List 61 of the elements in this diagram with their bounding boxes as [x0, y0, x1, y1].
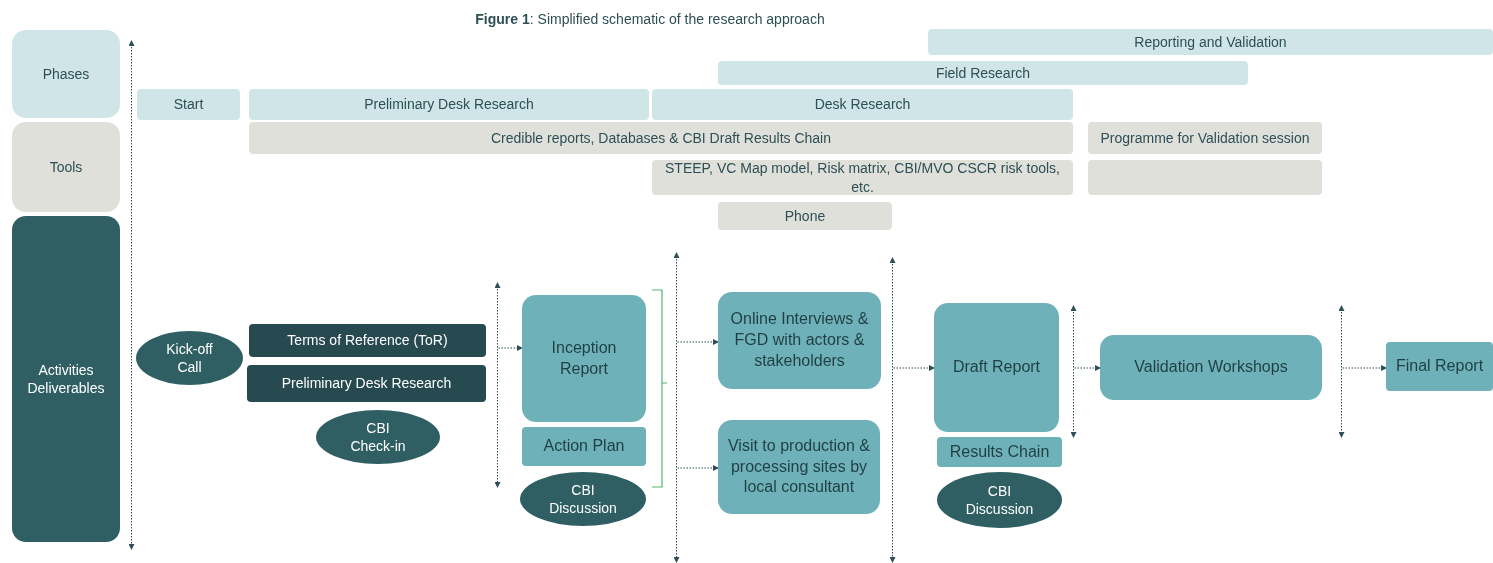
- activity-box: [249, 324, 486, 357]
- node-label: Preliminary Desk Research: [364, 95, 534, 114]
- tool-bar: [1088, 160, 1322, 195]
- node-label: Phone: [784, 206, 826, 226]
- deliverable-box: [1100, 335, 1322, 400]
- phase-bar: [928, 29, 1493, 55]
- deliverable-box: [718, 292, 881, 389]
- divider-arrow: [888, 257, 897, 563]
- node-label: Kick-off Call: [165, 339, 214, 377]
- divider-arrow: [493, 282, 502, 488]
- deliverable-box: [937, 437, 1062, 467]
- phase-bar: [137, 89, 240, 120]
- arrow: [1074, 365, 1101, 371]
- tool-bar: [249, 122, 1073, 154]
- arrow: [498, 345, 523, 351]
- node-label: Activities Deliverables: [26, 360, 106, 398]
- deliverable-box: [522, 295, 646, 422]
- node-label: Phases: [42, 64, 90, 84]
- node-label: Credible reports, Databases & CBI Draft Results Chain: [490, 128, 831, 148]
- node-label: Field Research: [935, 63, 1031, 83]
- node-label: CBI Check-in: [349, 418, 407, 456]
- phase-bar: [249, 89, 649, 120]
- row-header: [12, 122, 120, 212]
- row-header: [12, 30, 120, 118]
- node-label: Draft Report: [952, 357, 1041, 378]
- divider-arrow: [1069, 305, 1078, 438]
- divider-arrow: [1337, 305, 1346, 438]
- node-label: Programme for Validation session: [1100, 128, 1310, 148]
- node-label: Reporting and Validation: [1134, 32, 1287, 52]
- arrow: [1342, 365, 1387, 371]
- node-label: Inception Report: [550, 337, 618, 379]
- node-label: Action Plan: [543, 436, 625, 457]
- node-label: CBI Discussion: [548, 480, 618, 518]
- arrow: [677, 465, 719, 471]
- node-label: Desk Research: [814, 95, 911, 114]
- tool-bar: [1088, 122, 1322, 154]
- node-label: Online Interviews & FGD with actors & stakeholders: [729, 309, 870, 371]
- node-label: STEEP, VC Map model, Risk matrix, CBI/MVO CSCR risk tools, etc.: [664, 159, 1061, 196]
- row-header: [12, 216, 120, 542]
- node-label: Start: [173, 95, 204, 114]
- phase-bar: [718, 61, 1248, 85]
- tool-bar: [718, 202, 892, 230]
- phase-bar: [652, 89, 1073, 120]
- node-label: Tools: [49, 157, 83, 177]
- deliverable-box: [718, 420, 880, 514]
- activity-box: [247, 365, 486, 402]
- arrow: [893, 365, 935, 371]
- deliverable-box: [522, 427, 646, 466]
- node-label: CBI Discussion: [964, 481, 1035, 519]
- arrow: [677, 339, 719, 345]
- deliverable-box: [1386, 342, 1493, 391]
- node-label: Visit to production & processing sites by local consultant: [727, 435, 871, 498]
- divider-arrow: [127, 40, 136, 550]
- node-label: Final Report: [1395, 356, 1484, 377]
- figure-title: Figure 1: Simplified schematic of the research approach: [474, 11, 826, 27]
- node-label: Results Chain: [949, 441, 1050, 462]
- node-label: Terms of Reference (ToR): [287, 331, 448, 350]
- deliverable-box: [934, 303, 1059, 432]
- divider-arrow: [672, 252, 681, 563]
- node-label: Preliminary Desk Research: [281, 374, 452, 393]
- node-label: Validation Workshops: [1134, 357, 1288, 378]
